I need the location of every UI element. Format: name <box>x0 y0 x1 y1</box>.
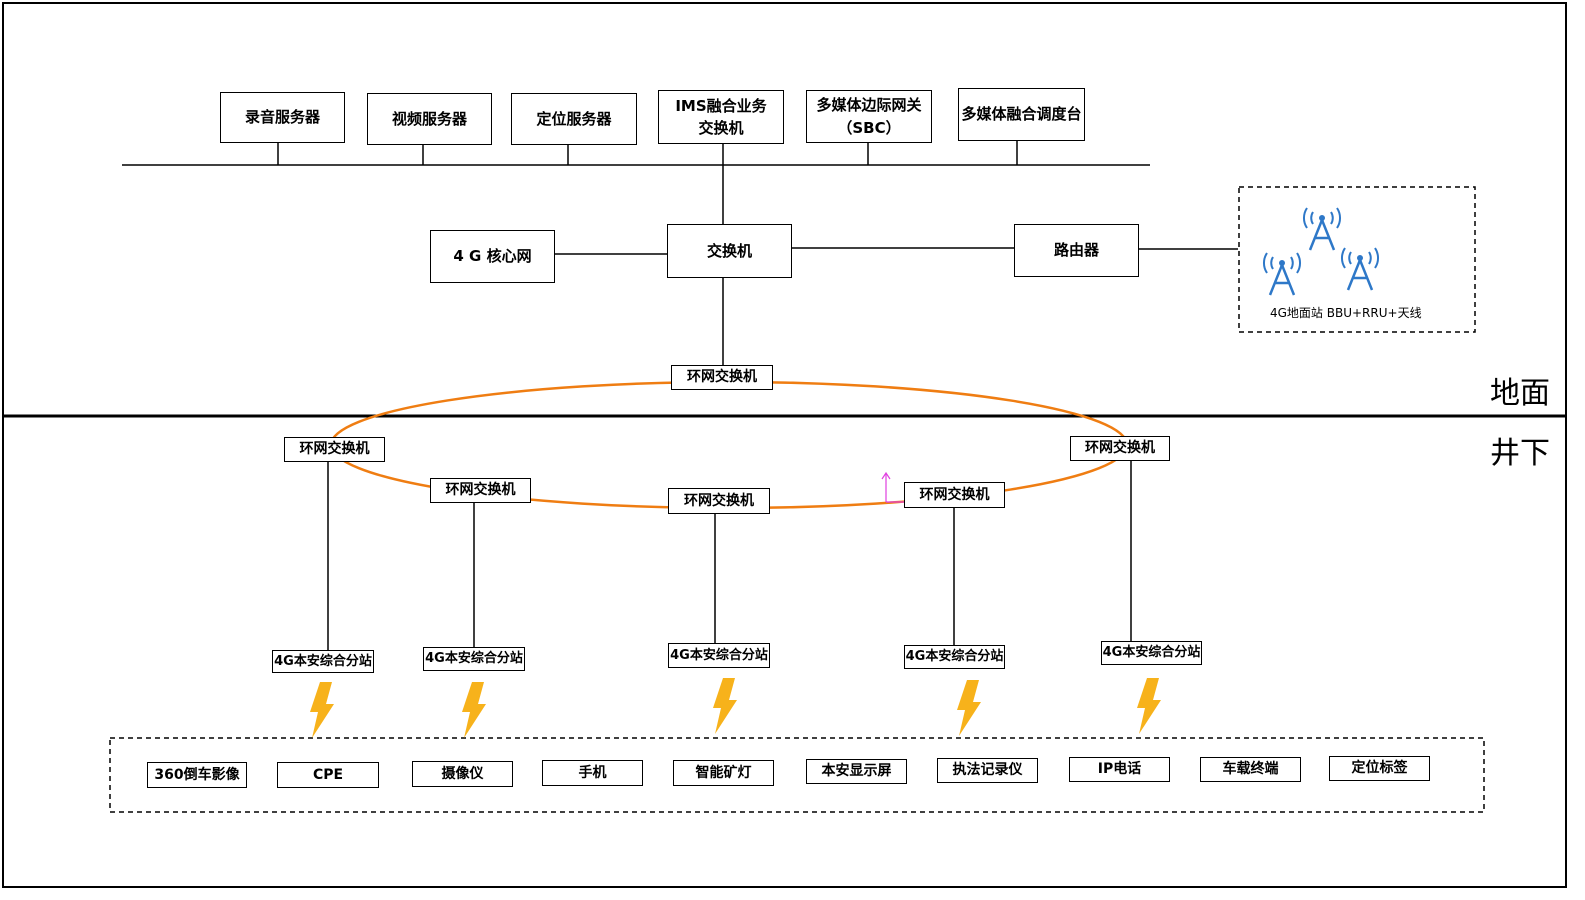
ims-switch: IMS融合业务 交换机 <box>658 90 784 144</box>
main-switch: 交换机 <box>667 224 792 278</box>
zone-label-surface: 地面 <box>1490 376 1550 411</box>
terminal-miner-lamp: 智能矿灯 <box>673 760 774 786</box>
base-station-group <box>1238 186 1476 333</box>
zone-label-underground: 井下 <box>1490 436 1550 471</box>
video-server: 视频服务器 <box>367 93 492 145</box>
lightning-icon <box>957 680 981 736</box>
outer-frame <box>2 2 1567 888</box>
ring-switch: 环网交换机 <box>284 437 385 462</box>
substation: 4G本安综合分站 <box>272 650 374 673</box>
sbc-gateway: 多媒体边际网关 （SBC） <box>806 90 932 143</box>
recording-server: 录音服务器 <box>220 92 345 143</box>
terminal-camera: 摄像仪 <box>412 761 513 787</box>
cell-tower-icon <box>1302 207 1342 251</box>
terminal-group <box>109 737 1485 813</box>
cell-tower-icon <box>1262 207 1380 296</box>
lightning-icon <box>310 678 1161 738</box>
terminal-display: 本安显示屏 <box>806 759 907 784</box>
terminal-reverse-camera: 360倒车影像 <box>147 762 247 788</box>
cell-tower-icon <box>1262 252 1302 296</box>
lightning-icon <box>1137 678 1161 734</box>
ring-switch: 环网交换机 <box>430 478 531 503</box>
base-station-label: 4G地面站 BBU+RRU+天线 <box>1270 306 1422 320</box>
core-network: 4 G 核心网 <box>430 230 555 283</box>
terminal-vehicle: 车载终端 <box>1200 757 1301 782</box>
ring-switch: 环网交换机 <box>904 482 1005 508</box>
substation: 4G本安综合分站 <box>423 647 525 671</box>
terminal-tag: 定位标签 <box>1329 756 1430 781</box>
lightning-icon <box>713 678 737 734</box>
terminal-recorder: 执法记录仪 <box>937 758 1038 783</box>
terminal-phone: 手机 <box>542 760 643 786</box>
positioning-server: 定位服务器 <box>511 93 637 145</box>
terminal-cpe: CPE <box>277 762 379 788</box>
substation: 4G本安综合分站 <box>668 643 770 668</box>
ring-switch: 环网交换机 <box>671 365 773 390</box>
ring-switch: 环网交换机 <box>668 488 770 514</box>
substation: 4G本安综合分站 <box>904 645 1005 669</box>
lightning-icon <box>462 682 486 738</box>
dispatch-console: 多媒体融合调度台 <box>958 88 1085 141</box>
ring-switch: 环网交换机 <box>1070 436 1170 461</box>
lightning-icon <box>310 682 334 738</box>
terminal-ip-phone: IP电话 <box>1069 757 1170 782</box>
substation: 4G本安综合分站 <box>1101 641 1202 665</box>
router: 路由器 <box>1014 224 1139 277</box>
cell-tower-icon <box>1340 247 1380 291</box>
